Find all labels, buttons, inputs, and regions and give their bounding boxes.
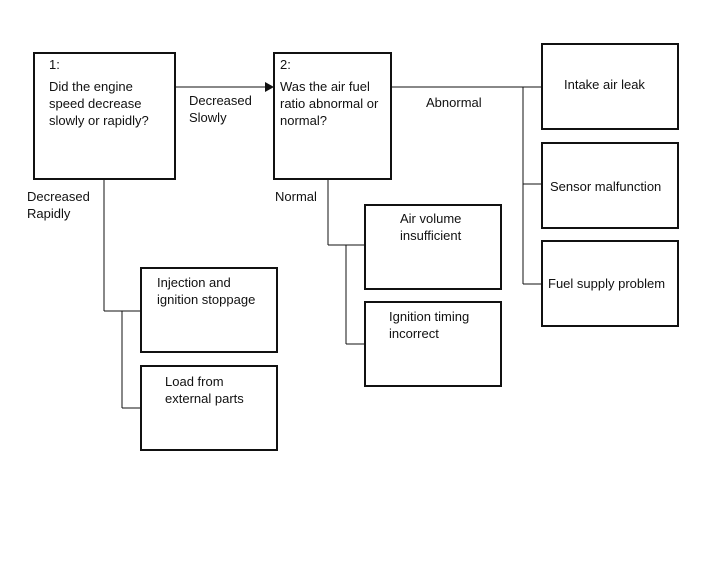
- edge-label-decreased-rapidly: Decreased Rapidly: [27, 189, 90, 221]
- cause-label: Ignition timing incorrect: [389, 309, 470, 341]
- decision-node-2: 2: Was the air fuel ratio abnormal or no…: [273, 52, 392, 180]
- cause-label: Intake air leak: [564, 77, 645, 92]
- arrowhead: [265, 82, 274, 92]
- node-number: 2:: [280, 57, 291, 72]
- edge-label-abnormal: Abnormal: [426, 95, 482, 110]
- cause-sensor-malfunction: Sensor malfunction: [541, 142, 679, 229]
- decision-node-1: 1: Did the engine speed decrease slowly …: [33, 52, 176, 180]
- cause-injection-ignition-stoppage: Injection and ignition stoppage: [140, 267, 278, 353]
- cause-air-volume-insufficient: Air volume insufficient: [364, 204, 502, 290]
- node-question: Did the engine speed decrease slowly or …: [49, 79, 149, 128]
- cause-label: Fuel supply problem: [548, 276, 666, 291]
- cause-fuel-supply-problem: Fuel supply problem: [541, 240, 679, 327]
- cause-ignition-timing-incorrect: Ignition timing incorrect: [364, 301, 502, 387]
- edge-label-decreased-slowly: Decreased Slowly: [189, 93, 252, 125]
- node-number: 1:: [49, 57, 60, 72]
- cause-label: Air volume insufficient: [400, 211, 462, 243]
- cause-intake-air-leak: Intake air leak: [541, 43, 679, 130]
- node-question: Was the air fuel ratio abnormal or norma…: [280, 79, 379, 128]
- cause-label: Load from external parts: [165, 374, 244, 406]
- edge-label-normal: Normal: [275, 189, 317, 204]
- cause-label: Sensor malfunction: [550, 179, 662, 194]
- cause-load-external-parts: Load from external parts: [140, 365, 278, 451]
- cause-label: Injection and ignition stoppage: [157, 275, 256, 307]
